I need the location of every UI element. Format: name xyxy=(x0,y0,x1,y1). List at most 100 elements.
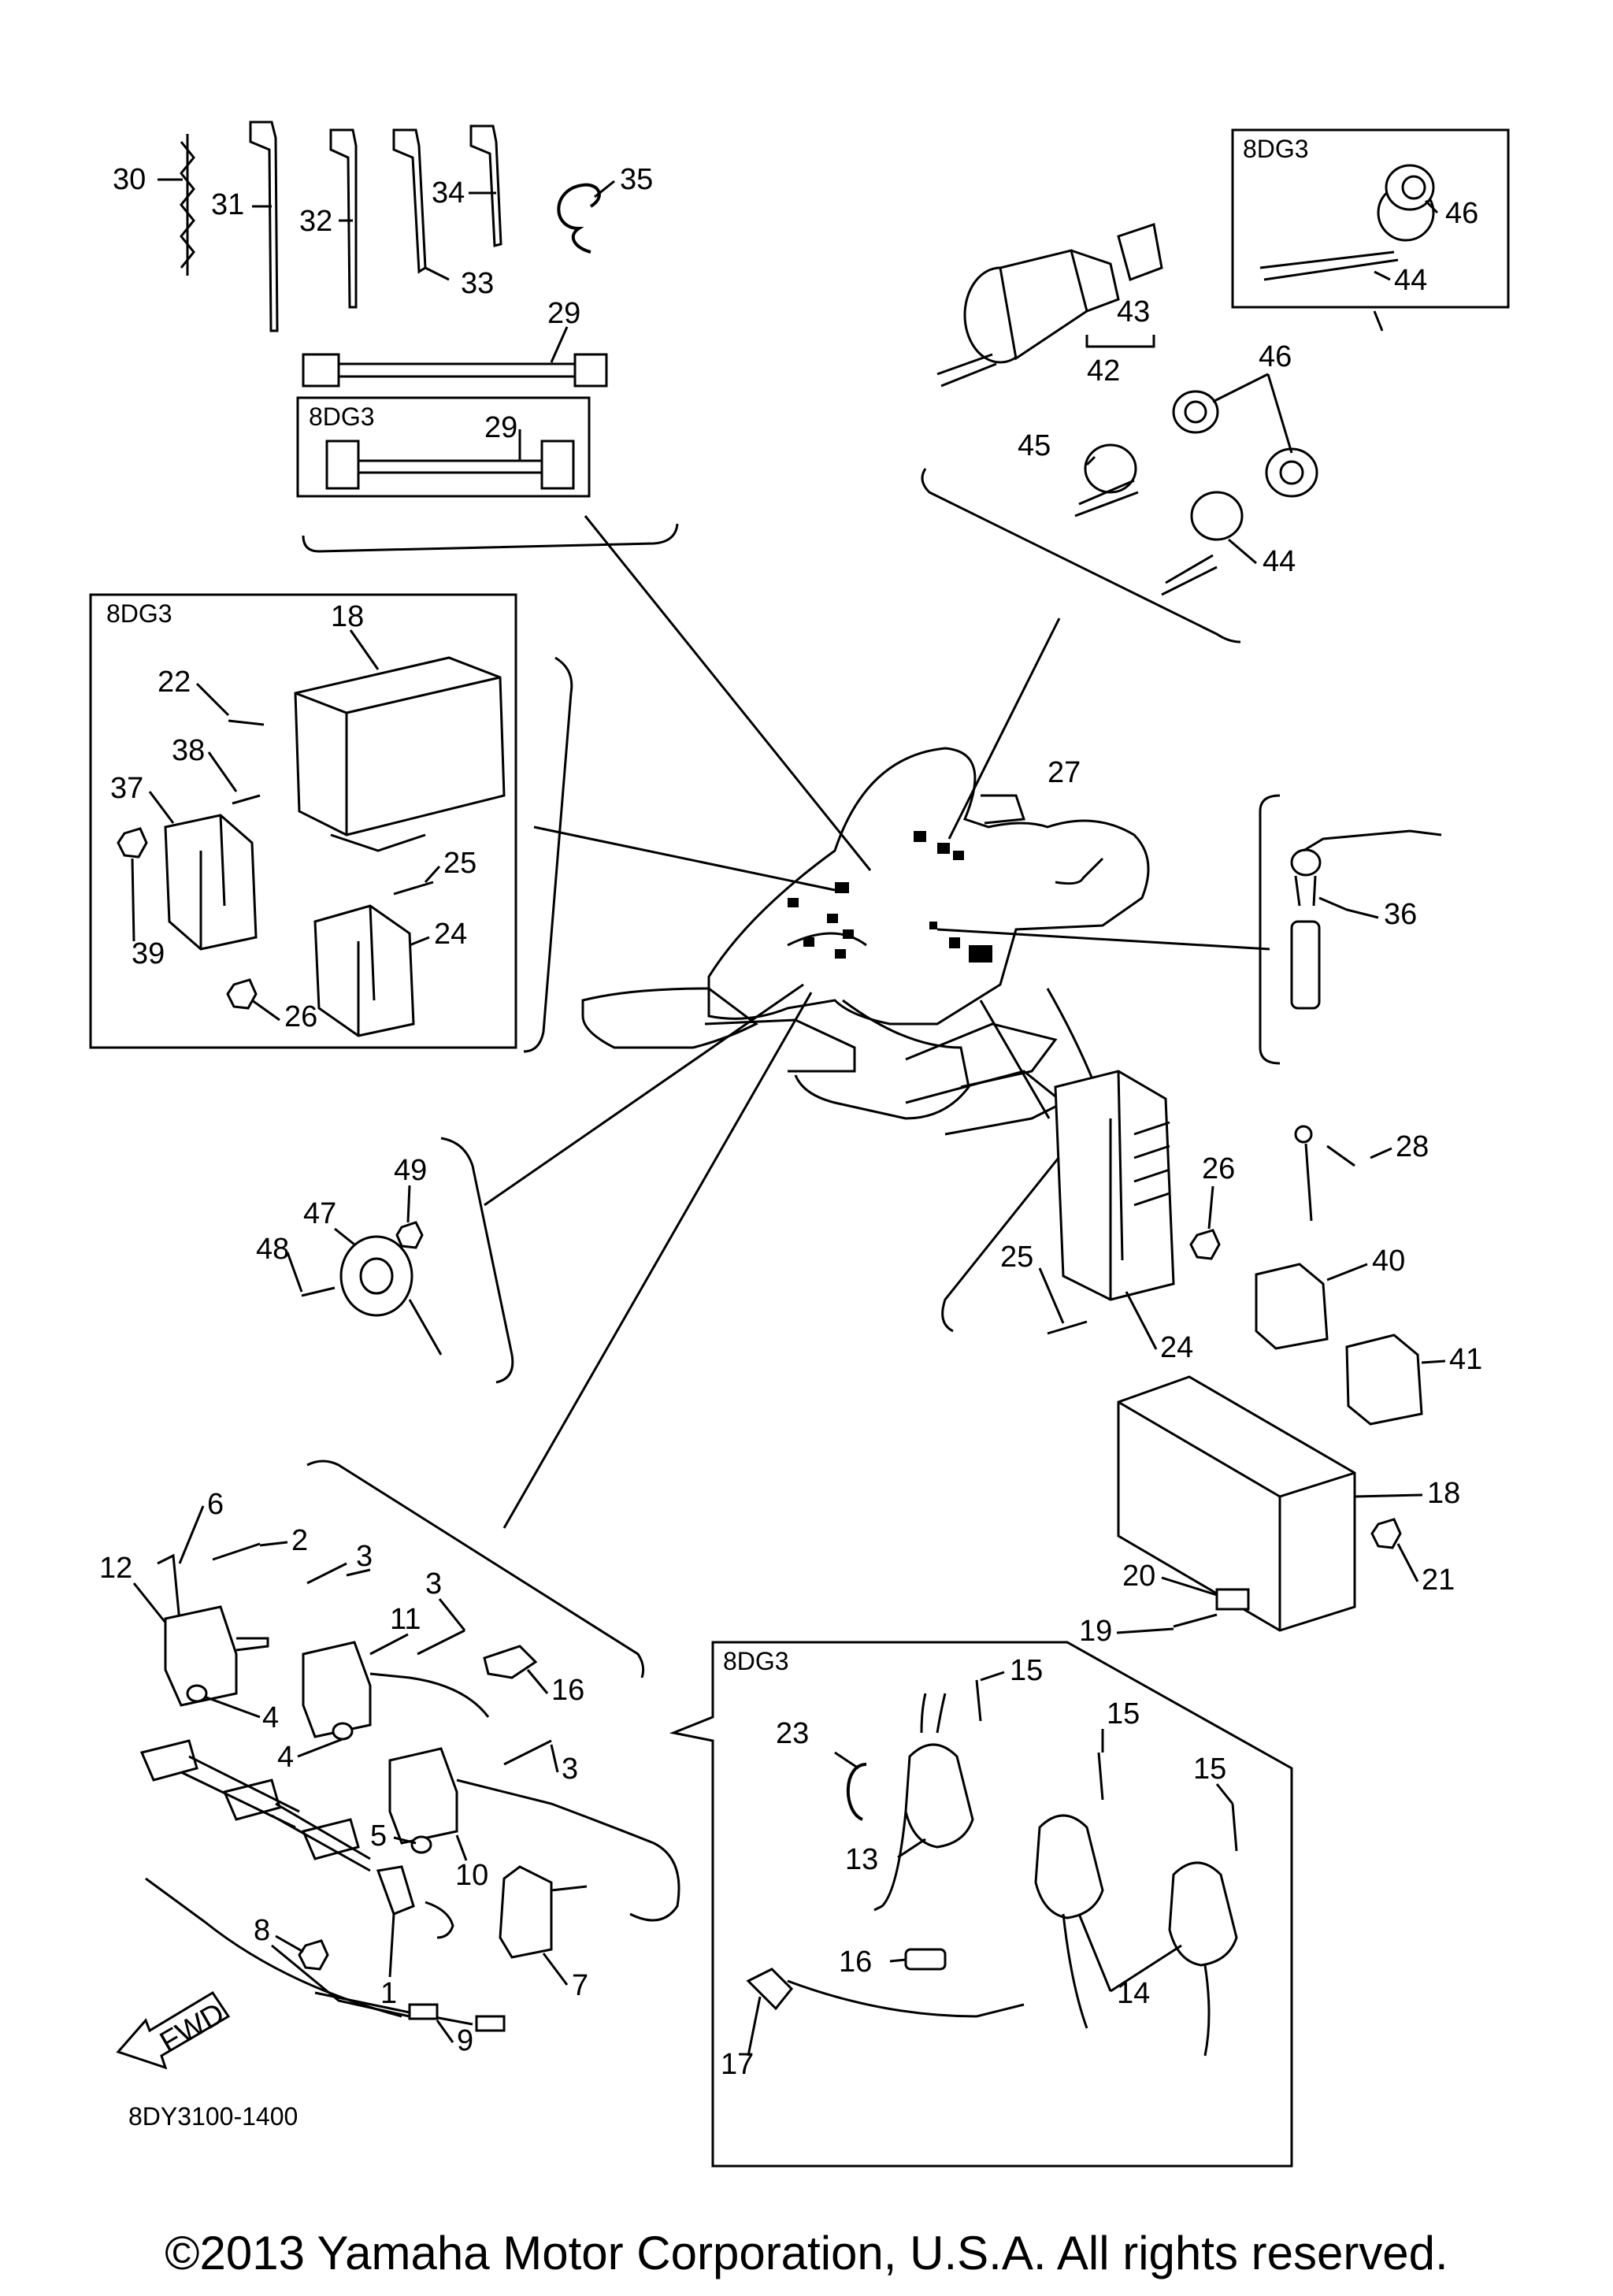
model-tag-1: 8DG3 xyxy=(309,402,375,431)
label-46-box: 46 xyxy=(1445,197,1478,230)
label-38: 38 xyxy=(172,734,205,767)
plug-cap-17 xyxy=(746,1968,794,2011)
label-28: 28 xyxy=(1396,1130,1429,1163)
label-24-left: 24 xyxy=(434,918,467,951)
nut-26-right xyxy=(1189,1229,1221,1260)
cdi-unit-18-right xyxy=(1117,1375,1356,1632)
label-16-left: 16 xyxy=(551,1674,584,1707)
label-26-right: 26 xyxy=(1202,1152,1235,1185)
label-26-left: 26 xyxy=(284,1000,317,1033)
label-13: 13 xyxy=(845,1843,878,1876)
sensor-group-47 xyxy=(301,1137,514,1384)
cdi-group-left xyxy=(89,593,573,1053)
band-33 xyxy=(392,128,427,274)
coil-12 xyxy=(164,1605,238,1707)
model-tag-4: 8DG3 xyxy=(723,1647,789,1675)
label-14: 14 xyxy=(1117,1977,1150,2010)
label-8: 8 xyxy=(254,1914,270,1947)
label-19: 19 xyxy=(1079,1615,1112,1648)
bar-29-end-left xyxy=(302,353,340,388)
bolt-38 xyxy=(232,794,261,805)
label-5: 5 xyxy=(370,1819,387,1853)
label-16-right: 16 xyxy=(839,1945,872,1979)
label-35: 35 xyxy=(620,163,653,196)
label-6: 6 xyxy=(207,1488,224,1521)
relay-40 xyxy=(1255,1263,1329,1350)
label-7: 7 xyxy=(572,1969,588,2002)
label-25-right: 25 xyxy=(1000,1241,1033,1274)
rectifier-24-left xyxy=(313,904,415,1037)
part-number: 8DY3100-1400 xyxy=(128,2102,298,2131)
label-39: 39 xyxy=(132,937,165,970)
label-29-box: 29 xyxy=(484,411,517,444)
label-3a: 3 xyxy=(356,1540,373,1573)
model-box-coils xyxy=(669,1641,1293,2168)
bolt-2 xyxy=(212,1542,261,1561)
regulator-37 xyxy=(164,814,258,951)
screw-15a xyxy=(975,1679,982,1722)
label-18-left: 18 xyxy=(331,600,364,633)
electrical-group-right xyxy=(941,1070,1423,1632)
knob-45 xyxy=(1084,443,1137,494)
label-44-box: 44 xyxy=(1394,264,1427,297)
nut-39 xyxy=(117,827,148,859)
label-37: 37 xyxy=(110,772,143,805)
snowmobile-body xyxy=(484,515,1270,1529)
bolt-25-left xyxy=(393,881,434,896)
model-box-46 xyxy=(1231,128,1510,309)
bolt-25-right xyxy=(1047,1320,1088,1335)
coil-11 xyxy=(302,1641,372,1738)
sensor-group-36 xyxy=(1259,794,1442,1065)
screw-15b xyxy=(1097,1752,1104,1801)
model-tag-3: 8DG3 xyxy=(106,599,172,628)
label-42: 42 xyxy=(1087,354,1120,388)
label-3c: 3 xyxy=(562,1753,578,1786)
model-tag-2: 8DG3 xyxy=(1243,135,1309,163)
screw-15c xyxy=(1231,1803,1238,1852)
label-34: 34 xyxy=(432,176,465,210)
label-15a: 15 xyxy=(1010,1654,1043,1687)
bolt-22 xyxy=(228,719,265,726)
band-31 xyxy=(249,121,279,332)
label-22: 22 xyxy=(158,666,191,699)
spacer-4b xyxy=(332,1722,354,1741)
spacer-5 xyxy=(410,1835,432,1854)
label-23: 23 xyxy=(776,1717,809,1750)
label-33: 33 xyxy=(461,267,494,300)
plug-cap-7 xyxy=(499,1865,553,1959)
nut-8 xyxy=(298,1939,329,1971)
coil-14b xyxy=(1168,1861,1238,1967)
label-11: 11 xyxy=(390,1603,421,1636)
knob-44 xyxy=(1190,491,1244,541)
bolt-19 xyxy=(1173,1613,1218,1628)
label-25-left: 25 xyxy=(443,847,476,880)
label-2: 2 xyxy=(291,1524,308,1557)
label-43: 43 xyxy=(1117,295,1150,328)
label-27: 27 xyxy=(1048,756,1081,789)
label-36: 36 xyxy=(1384,898,1417,931)
connector-9b xyxy=(475,2015,506,2032)
bracket-1 xyxy=(376,1865,415,1916)
label-18-right: 18 xyxy=(1427,1477,1460,1510)
nut-26-left xyxy=(226,978,258,1010)
bolt-48 xyxy=(301,1286,336,1297)
nut-49 xyxy=(395,1221,424,1249)
switch-group-top-right xyxy=(921,128,1510,644)
label-4b: 4 xyxy=(277,1741,294,1774)
label-29-top: 29 xyxy=(547,297,580,330)
label-30: 30 xyxy=(113,163,146,196)
label-46: 46 xyxy=(1259,340,1292,373)
band-34 xyxy=(469,124,502,247)
model-box-29 xyxy=(296,396,591,498)
label-40: 40 xyxy=(1372,1244,1405,1278)
spacer-4a xyxy=(186,1684,208,1703)
copyright-notice: ©2013 Yamaha Motor Corporation, U.S.A. A… xyxy=(165,2227,1448,2279)
label-45: 45 xyxy=(1018,429,1051,462)
bolt-3b xyxy=(417,1629,465,1656)
clamp-16-right xyxy=(904,1948,947,1971)
label-48: 48 xyxy=(256,1233,289,1266)
callout-labels: 30 31 32 33 34 35 29 8DG3 29 8DG3 46 44 … xyxy=(99,135,1482,2131)
coil-10 xyxy=(388,1747,458,1845)
clip-35 xyxy=(557,183,601,254)
